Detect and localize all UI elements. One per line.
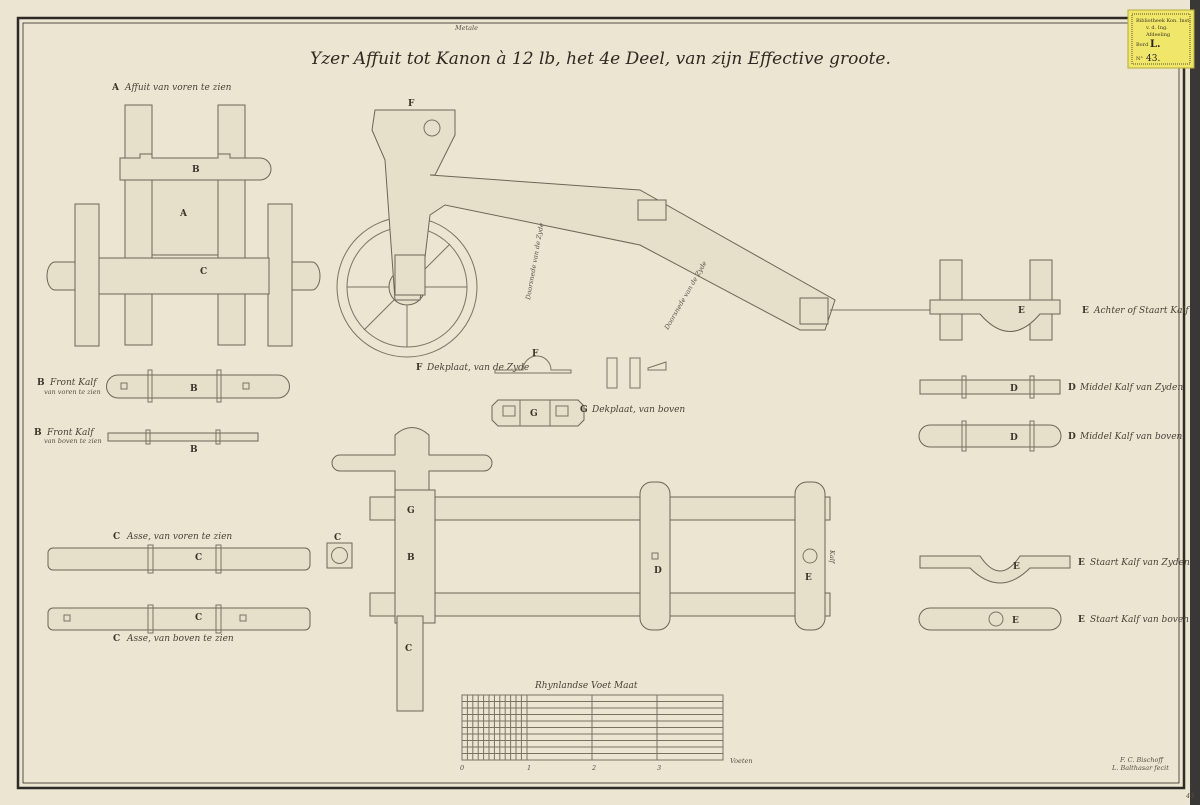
- svg-text:E: E: [1013, 562, 1020, 572]
- view-b-parts: B Front Kalf van voren te zien B B Front…: [34, 369, 290, 455]
- svg-text:0: 0: [460, 764, 464, 772]
- svg-text:Doorsnede van de Zyde: Doorsnede van de Zyde: [524, 222, 546, 301]
- svg-text:D: D: [1010, 433, 1018, 443]
- svg-text:B: B: [190, 445, 198, 455]
- svg-text:B: B: [407, 553, 415, 563]
- svg-text:E: E: [1018, 306, 1025, 316]
- svg-text:E: E: [1082, 306, 1089, 316]
- svg-text:B: B: [192, 165, 200, 175]
- svg-text:F: F: [408, 99, 415, 109]
- title: Yzer Affuit tot Kanon à 12 lb, het 4e De…: [310, 49, 891, 69]
- svg-text:C: C: [113, 532, 120, 542]
- svg-text:D: D: [654, 566, 662, 576]
- svg-text:van boven te zien: van boven te zien: [44, 437, 102, 445]
- sheet-number: 43: [1185, 792, 1194, 800]
- svg-text:C: C: [200, 267, 207, 277]
- svg-text:1: 1: [527, 764, 531, 772]
- title-insert: Metale: [454, 24, 478, 32]
- svg-text:Asse, van voren te zien: Asse, van voren te zien: [126, 532, 232, 542]
- svg-text:Front Kalf: Front Kalf: [49, 378, 98, 388]
- svg-text:C: C: [405, 644, 412, 654]
- svg-text:43.: 43.: [1146, 54, 1160, 64]
- svg-text:G: G: [530, 409, 538, 419]
- scale-bar: Rhynlandse Voet Maat 0 1 2 3 Voeten: [460, 681, 753, 772]
- view-e-side: E E Achter of Staart Kalf: [929, 259, 1190, 341]
- svg-text:Front Kalf: Front Kalf: [46, 428, 95, 438]
- svg-text:Staart Kalf van boven: Staart Kalf van boven: [1090, 615, 1189, 625]
- svg-text:Middel Kalf van boven: Middel Kalf van boven: [1079, 432, 1183, 442]
- svg-text:Bord: Bord: [1136, 42, 1149, 48]
- outer-frame: [16, 16, 1186, 790]
- svg-text:v. d. Ing.: v. d. Ing.: [1145, 25, 1168, 31]
- svg-text:A: A: [179, 209, 188, 219]
- svg-text:Rhynlandse Voet Maat: Rhynlandse Voet Maat: [534, 681, 638, 691]
- svg-text:G: G: [407, 506, 415, 516]
- signature-line2: L. Balthasar fecit: [1111, 764, 1169, 772]
- svg-text:Achter of Staart Kalf: Achter of Staart Kalf: [1093, 306, 1190, 316]
- svg-text:Dekplaat, van de Zyde: Dekplaat, van de Zyde: [426, 363, 529, 373]
- svg-text:E: E: [1078, 558, 1085, 568]
- svg-text:Staart Kalf van Zyden: Staart Kalf van Zyden: [1090, 558, 1190, 568]
- svg-text:E: E: [805, 573, 812, 583]
- svg-text:F: F: [416, 363, 423, 373]
- svg-text:3: 3: [657, 764, 661, 772]
- svg-text:D: D: [1068, 383, 1076, 393]
- svg-text:van voren te zien: van voren te zien: [44, 388, 101, 396]
- library-label: Bibliotheek Kon. Inst. v. d. Ing. Afdeel…: [1127, 9, 1195, 69]
- svg-text:B: B: [37, 378, 45, 388]
- view-plan: G B C D E Kalf: [331, 427, 836, 712]
- svg-text:Dekplaat, van boven: Dekplaat, van boven: [591, 405, 685, 415]
- svg-text:B: B: [34, 428, 42, 438]
- svg-text:Doorsnede van de Zyde: Doorsnede van de Zyde: [662, 260, 708, 332]
- svg-text:B: B: [190, 384, 198, 394]
- svg-text:2: 2: [591, 764, 596, 772]
- svg-text:A: A: [111, 83, 120, 93]
- svg-text:Asse, van boven te zien: Asse, van boven te zien: [126, 634, 234, 644]
- svg-text:C: C: [195, 553, 202, 563]
- svg-text:Kalf: Kalf: [828, 549, 836, 565]
- svg-text:Bibliotheek Kon. Inst.: Bibliotheek Kon. Inst.: [1136, 18, 1191, 24]
- svg-text:C: C: [113, 634, 120, 644]
- svg-text:G: G: [580, 405, 588, 415]
- svg-text:C: C: [195, 613, 202, 623]
- svg-text:N°: N°: [1136, 56, 1143, 62]
- inner-frame: [22, 22, 1180, 784]
- svg-text:D: D: [1068, 432, 1076, 442]
- svg-text:Affuit van voren te zien: Affuit van voren te zien: [124, 83, 232, 93]
- view-f-g-plates: F Dekplaat, van de Zyde F G G Dekplaat, …: [416, 349, 685, 427]
- svg-text:E: E: [1012, 616, 1019, 626]
- view-a-front: A Affuit van voren te zien B A C: [46, 83, 321, 347]
- signature-line1: F. C. Bischoff: [1119, 756, 1164, 764]
- svg-text:Voeten: Voeten: [730, 757, 753, 765]
- view-d-e-parts: D D Middel Kalf van Zyden D D Middel Kal…: [918, 375, 1190, 631]
- svg-text:D: D: [1010, 384, 1018, 394]
- view-c-parts: C Asse, van voren te zien C C C C Asse, …: [47, 532, 353, 644]
- svg-text:L.: L.: [1150, 39, 1161, 50]
- svg-text:C: C: [334, 533, 341, 543]
- svg-text:E: E: [1078, 615, 1085, 625]
- svg-text:F: F: [532, 349, 539, 359]
- view-side-elevation: F Doorsnede van de Zyde Doorsnede van de…: [336, 99, 930, 358]
- svg-text:Afdeeling: Afdeeling: [1145, 32, 1171, 38]
- svg-text:Middel Kalf van Zyden: Middel Kalf van Zyden: [1079, 383, 1183, 393]
